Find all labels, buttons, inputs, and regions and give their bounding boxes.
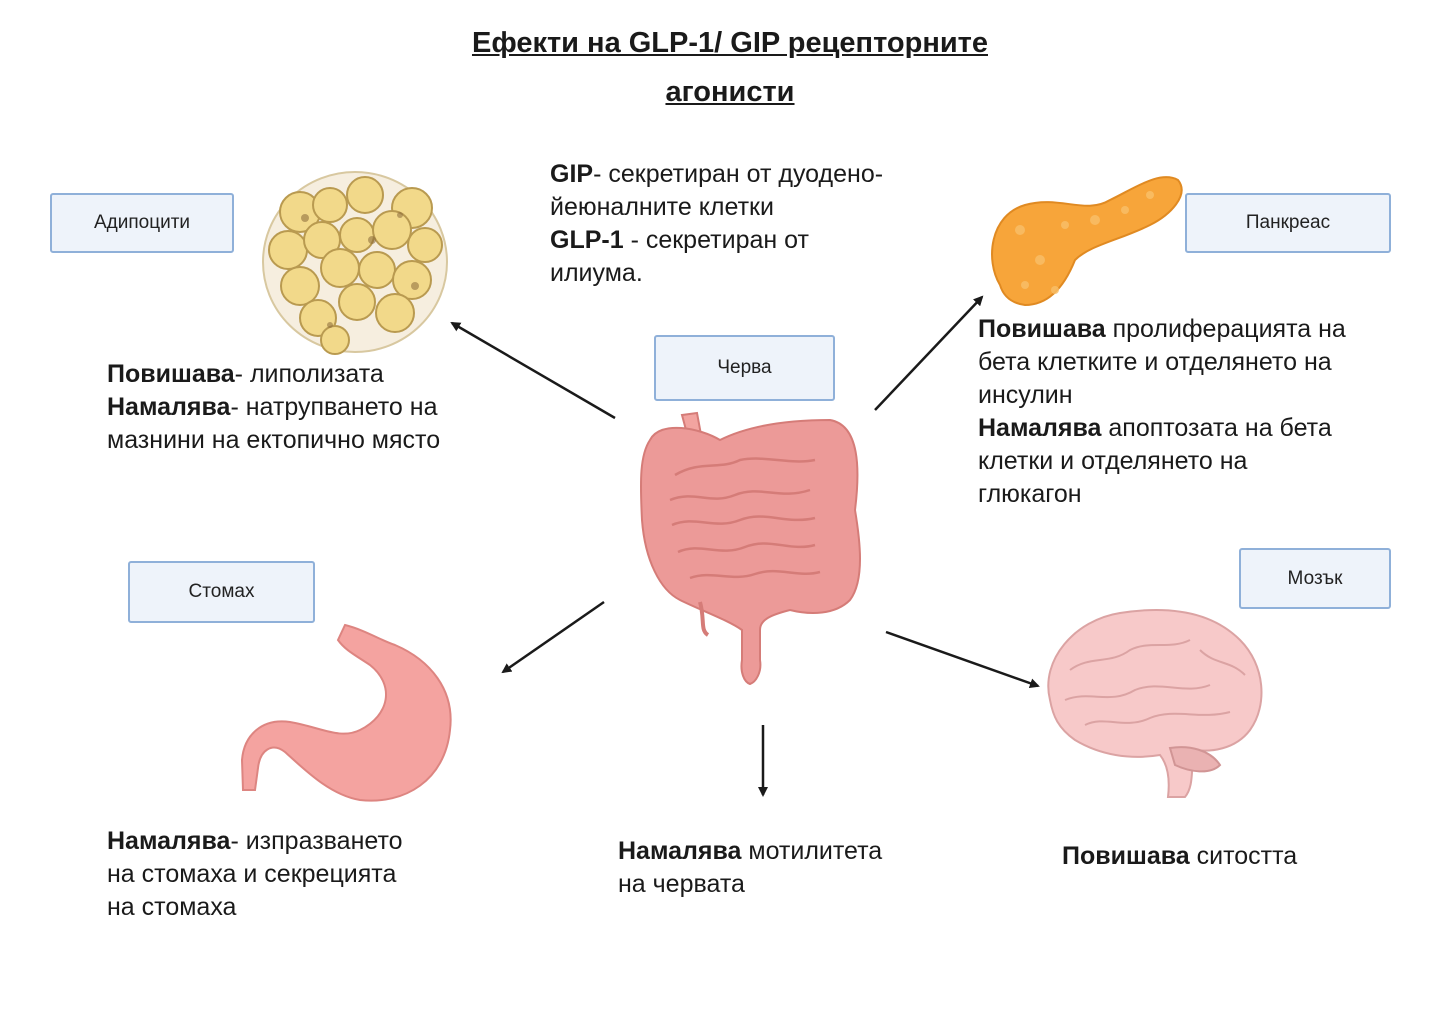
intestine-line-2: на червата [618, 870, 745, 898]
stomach-illustration [240, 623, 452, 802]
adipo-decrease-text-2: мазнини на ектопично място [107, 426, 441, 454]
arrow-to-brain [885, 630, 1040, 689]
pancreas-illustration [991, 176, 1183, 307]
arrow-to-stomach [501, 600, 605, 674]
intestine-effects: Намалява мотилитета на червата [618, 835, 882, 901]
adipo-decrease-bold: Намалява [107, 393, 231, 421]
arrow-to-adipocytes [450, 321, 616, 420]
stomach-effects: Намалява- изпразването на стомаха и секр… [107, 825, 403, 924]
pancreas-effects: Повишава пролиферацията на бета клетките… [978, 313, 1346, 511]
label-stomach: Стомах [128, 561, 315, 623]
panc-line-2: бета клетките и отделянето на [978, 348, 1332, 376]
brain-increase-text: ситостта [1189, 842, 1298, 870]
adipo-increase-text: - липолизата [234, 360, 384, 388]
stomach-line-3: на стомаха [107, 893, 237, 921]
panc-line-5: клетки и отделянето на [978, 447, 1248, 475]
intestine-decrease-bold: Намалява [618, 837, 742, 865]
panc-decrease-bold: Намалява [978, 414, 1102, 442]
label-pancreas: Панкреас [1185, 193, 1391, 253]
panc-decrease-text: апоптозата на бета [1101, 414, 1332, 442]
panc-increase-bold: Повишава [978, 315, 1106, 343]
intro-text: GIP- секретиран от дуодено- йеюналните к… [550, 158, 883, 290]
glp-term: GLP-1 [550, 226, 624, 254]
gip-desc-2: йеюналните клетки [550, 193, 774, 221]
stomach-decrease-text: - изпразването [230, 827, 403, 855]
brain-increase-bold: Повишава [1062, 842, 1190, 870]
panc-line-6: глюкагон [978, 480, 1082, 508]
adipo-decrease-text: - натрупването на [230, 393, 438, 421]
glp-desc-1: - секретиран от [623, 226, 809, 254]
gip-desc-1: - секретиран от дуодено- [593, 160, 884, 188]
intestine-decrease-text: мотилитета [741, 837, 883, 865]
diagram-title-line2: агонисти [665, 76, 795, 108]
panc-increase-text: пролиферацията на [1105, 315, 1346, 343]
label-brain: Мозък [1239, 548, 1391, 609]
panc-line-3: инсулин [978, 381, 1073, 409]
intestines-illustration [639, 411, 861, 686]
label-adipocytes: Адипоцити [50, 193, 234, 253]
stomach-decrease-bold: Намалява [107, 827, 231, 855]
stomach-line-2: на стомаха и секрецията [107, 860, 397, 888]
arrow-to-pancreas [874, 295, 984, 411]
adipocytes-illustration [262, 171, 448, 355]
brain-illustration [1047, 609, 1263, 798]
adipo-increase-bold: Повишава [107, 360, 235, 388]
glp-desc-2: илиума. [550, 259, 643, 287]
brain-effects: Повишава ситостта [1062, 840, 1297, 873]
adipocytes-effects: Повишава- липолизата Намалява- натрупван… [107, 358, 440, 457]
diagram-title-line1: Ефекти на GLP-1/ GIP рецепторните [471, 27, 988, 59]
label-intestines: Черва [654, 335, 835, 401]
gip-term: GIP [550, 160, 594, 188]
